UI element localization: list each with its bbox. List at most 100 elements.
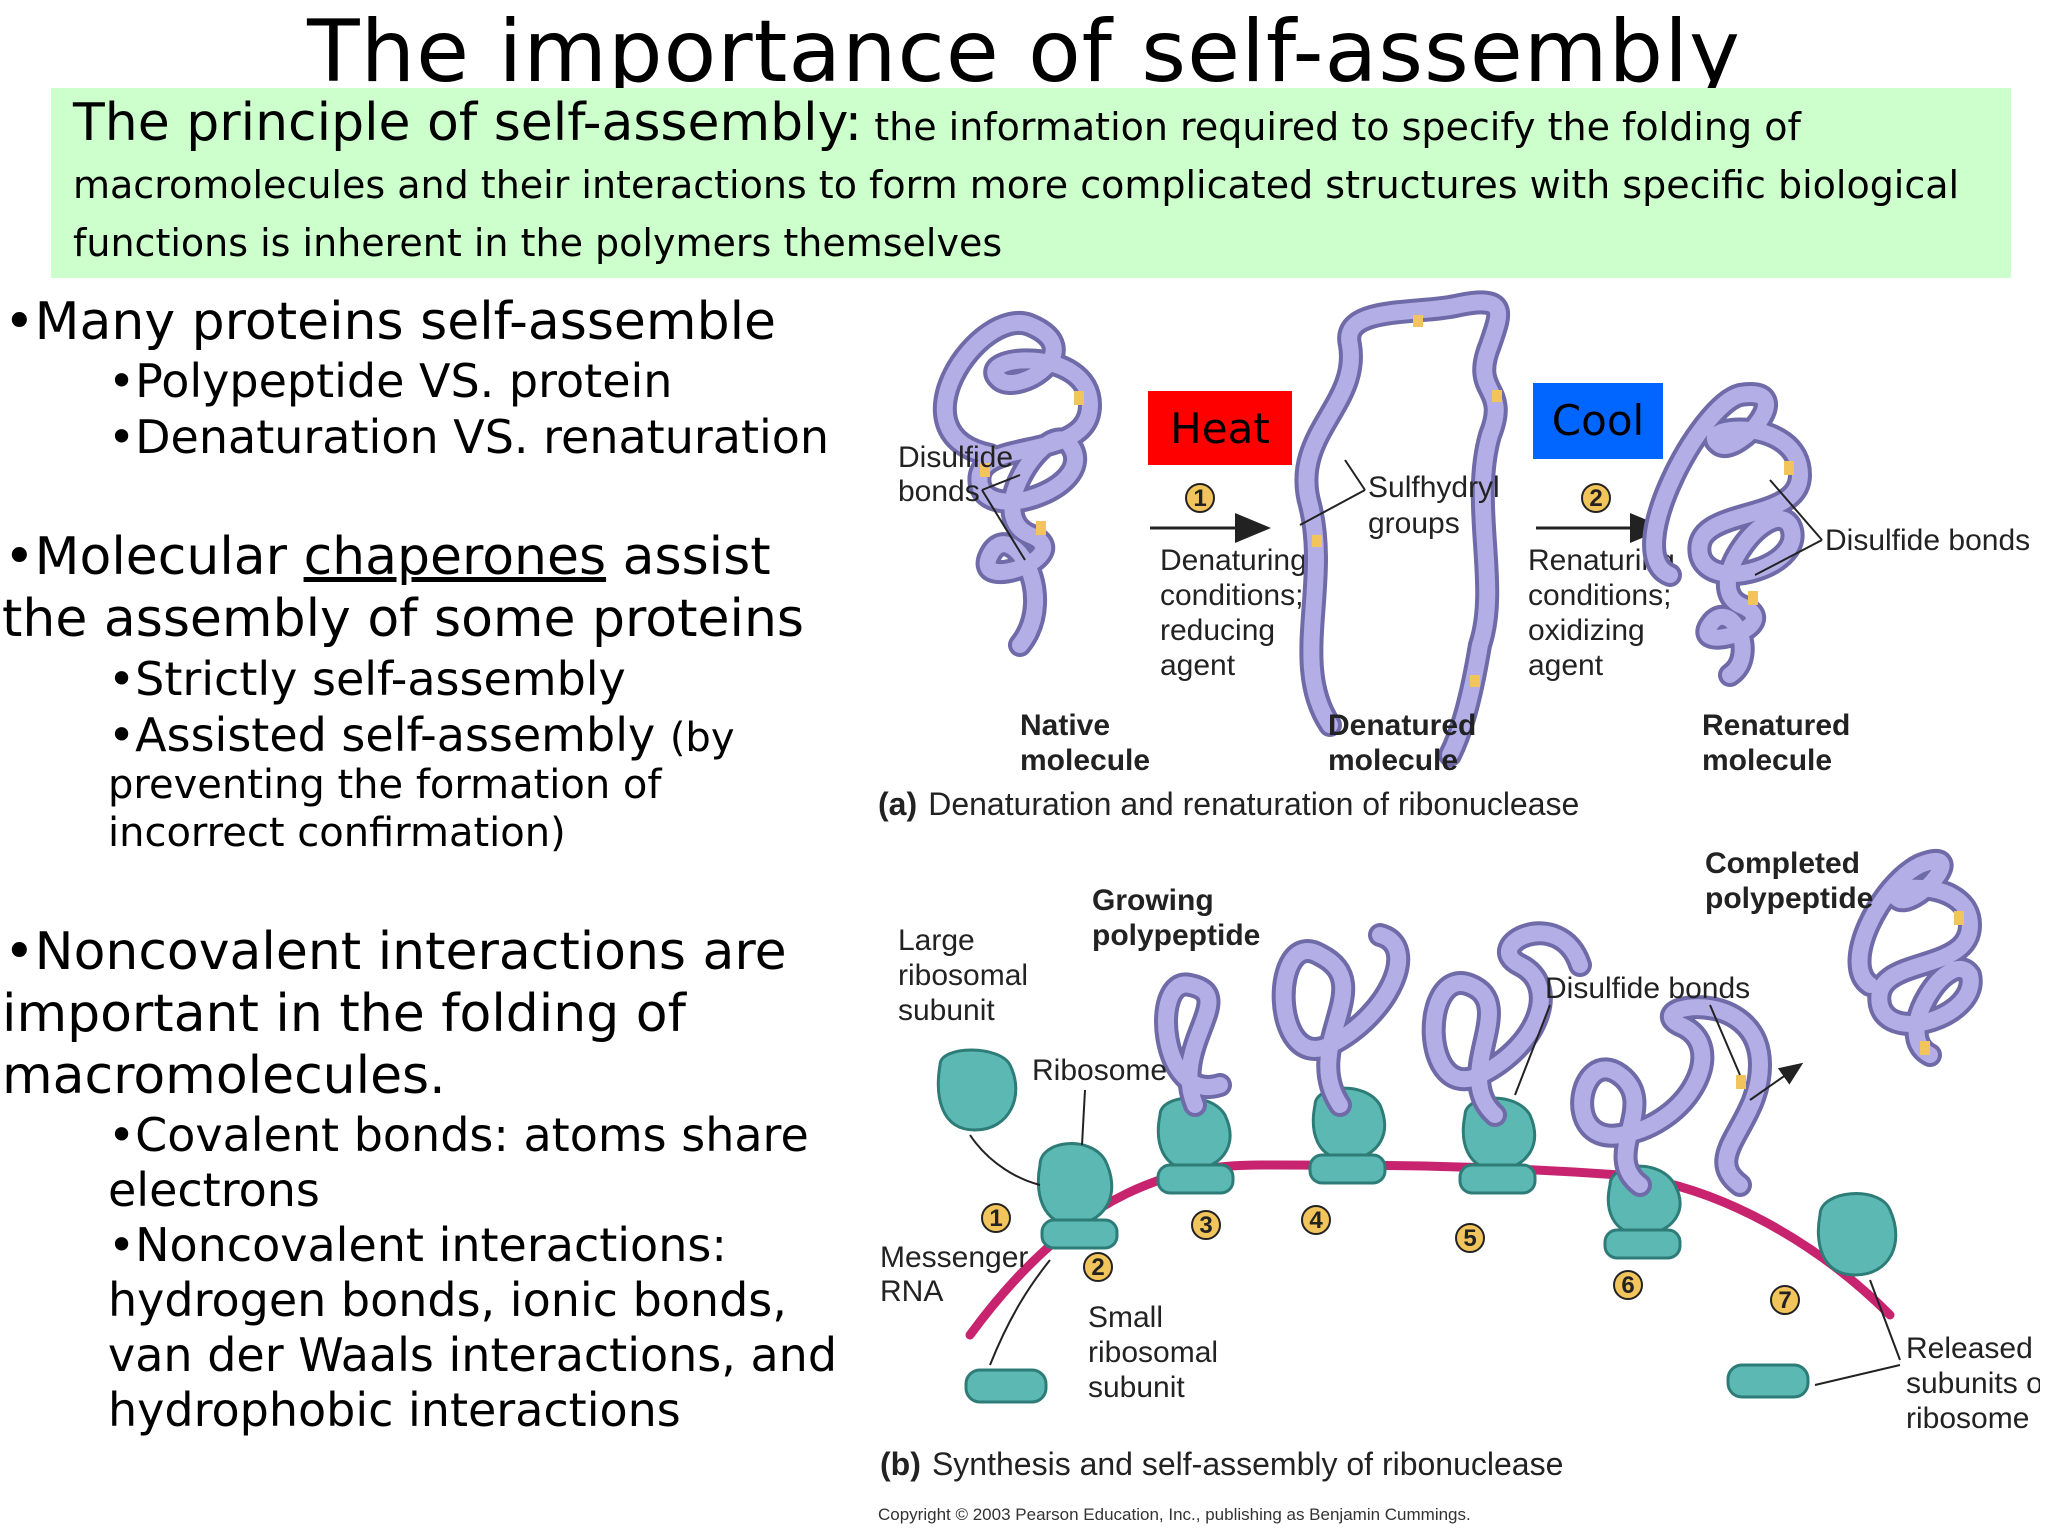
heat-box xyxy=(1148,391,1292,465)
sub-bullet: •Polypeptide VS. protein xyxy=(108,354,673,408)
ribosome xyxy=(1036,1142,1119,1250)
caption-b-letter: (b) xyxy=(880,1446,921,1482)
slide-title: The importance of self-assembly xyxy=(307,2,1741,102)
sub-bullet: van der Waals interactions, and xyxy=(108,1328,838,1382)
large-subunit-free xyxy=(936,1048,1018,1132)
disulfide-right-label: Disulfide bonds xyxy=(1825,524,2030,557)
bullet-noncovalent: •Noncovalent interactions are xyxy=(4,922,787,982)
release-arrow xyxy=(1749,1062,1804,1101)
step-number: 2 xyxy=(1589,485,1602,512)
chaperones-term: chaperones xyxy=(303,527,607,587)
released-large-subunit xyxy=(1816,1192,1898,1277)
step-badge xyxy=(1581,483,1611,513)
principle-body: the information required to specify the … xyxy=(73,105,1960,265)
large-subunit-label: Large xyxy=(898,924,975,957)
disulfide-b-label: Disulfide bonds xyxy=(1545,972,1750,1005)
disulfide-label: Disulfide xyxy=(898,441,1013,474)
denatured-label: molecule xyxy=(1328,744,1458,777)
bullet-chaperones: •Molecular chaperones assist xyxy=(4,527,771,587)
heat-label: Heat xyxy=(1170,404,1270,453)
denaturing-label: conditions; xyxy=(1160,579,1303,612)
copyright: Copyright © 2003 Pearson Education, Inc.… xyxy=(878,1505,1471,1524)
sulfhydryl-label: groups xyxy=(1368,507,1460,540)
step-number: 2 xyxy=(1091,1254,1104,1281)
growing-label: polypeptide xyxy=(1092,919,1260,952)
sulfhydryl-pointer xyxy=(1299,459,1366,526)
ribosome-pointer xyxy=(1081,1089,1086,1146)
denatured-label: Denatured xyxy=(1328,709,1476,742)
sub-bullet: •Strictly self-assembly xyxy=(108,652,626,706)
step-number: 6 xyxy=(1621,1272,1634,1299)
renaturing-label: agent xyxy=(1528,649,1604,682)
step-number: 5 xyxy=(1463,1225,1476,1252)
bullet-list: •Many proteins self-assemble •Polypeptid… xyxy=(0,0,870,1500)
sub-bullet: •Assisted self-assembly (by xyxy=(108,708,735,762)
step-number: 7 xyxy=(1778,1287,1791,1314)
messenger-rna xyxy=(965,1160,1895,1340)
ribosome xyxy=(1603,1164,1682,1260)
ribosome xyxy=(1156,1096,1235,1195)
native-label: Native xyxy=(1020,709,1110,742)
growing-label: Growing xyxy=(1092,884,1214,917)
denatured-molecule xyxy=(1294,290,1511,767)
bullet-line: the assembly of some proteins xyxy=(2,589,804,649)
step-number: 4 xyxy=(1309,1207,1323,1234)
bullet-text: assist xyxy=(622,527,771,587)
denaturing-label: reducing xyxy=(1160,614,1275,647)
ribosome-label: Ribosome xyxy=(1032,1054,1167,1087)
step-badges: 1 2 3 4 5 6 7 xyxy=(981,1203,1800,1315)
messenger-label: Messenger xyxy=(880,1241,1028,1274)
small-subunit-label: ribosomal xyxy=(1088,1336,1218,1369)
large-subunit-label: subunit xyxy=(898,994,995,1027)
disulfide-b-pointer xyxy=(1514,1004,1741,1096)
sulfhydryl-label: Sulfhydryl xyxy=(1368,471,1500,504)
denaturing-label: Denaturing xyxy=(1160,544,1307,577)
principle-lead: The principle of self-assembly: xyxy=(73,93,863,153)
sub-bullet: •Covalent bonds: atoms share xyxy=(108,1108,809,1162)
bullet-self-assemble: •Many proteins self-assemble xyxy=(4,292,777,352)
step-number: 3 xyxy=(1199,1212,1212,1239)
renatured-label: Renatured xyxy=(1702,709,1850,742)
native-molecule xyxy=(932,311,1102,657)
ribonuclease-figure: Disulfide bonds Native molecule Heat 1 D… xyxy=(878,290,2040,1524)
caption-a-letter: (a) xyxy=(878,786,917,822)
sub-bullet: •Denaturation VS. renaturation xyxy=(108,410,830,464)
small-subunit-label: Small xyxy=(1088,1301,1163,1334)
cool-label: Cool xyxy=(1552,396,1644,445)
principle-box: The principle of self-assembly: the info… xyxy=(51,88,2011,278)
disulfide-pointer xyxy=(981,474,1026,561)
caption-b-text: Synthesis and self-assembly of ribonucle… xyxy=(932,1446,1563,1482)
sub-bullet: hydrophobic interactions xyxy=(108,1383,681,1437)
subunit-pointers xyxy=(969,1134,1901,1386)
sub-bullet: •Noncovalent interactions: xyxy=(108,1218,727,1272)
step-number: 1 xyxy=(1193,485,1206,512)
completed-polypeptide xyxy=(1847,849,1983,1067)
released-label: Released xyxy=(1906,1332,2033,1365)
small-subunit-free xyxy=(964,1368,1048,1404)
completed-label: Completed xyxy=(1705,847,1860,880)
caption-a-text: Denaturation and renaturation of ribonuc… xyxy=(928,786,1579,822)
renaturing-label: oxidizing xyxy=(1528,614,1645,647)
released-label: ribosome xyxy=(1906,1402,2029,1435)
disulfide-label: bonds xyxy=(898,475,980,508)
disulfide-right-pointer xyxy=(1754,479,1823,576)
step-badge xyxy=(1185,483,1215,513)
sub-bullet: hydrogen bonds, ionic bonds, xyxy=(108,1273,787,1327)
denaturing-label: agent xyxy=(1160,649,1236,682)
growing-polypeptides xyxy=(1154,921,1772,1197)
sub-bullet-note: preventing the formation of xyxy=(108,762,662,808)
sub-bullet-text: •Assisted self-assembly xyxy=(108,708,656,762)
bullet-line: important in the folding of xyxy=(2,984,686,1044)
step-number: 1 xyxy=(989,1205,1002,1232)
bullet-text: •Molecular xyxy=(4,527,288,587)
caption-b: (b) Synthesis and self-assembly of ribon… xyxy=(880,1446,1563,1482)
caption-a: (a) Denaturation and renaturation of rib… xyxy=(878,786,1579,822)
native-label: molecule xyxy=(1020,744,1150,777)
cool-box xyxy=(1533,383,1663,459)
messenger-label: RNA xyxy=(880,1275,943,1308)
renaturing-label: conditions; xyxy=(1528,579,1671,612)
small-subunit-label: subunit xyxy=(1088,1371,1185,1404)
renatured-molecule xyxy=(1642,382,1812,687)
sub-bullet-note: (by xyxy=(669,715,735,761)
sub-bullet-note: incorrect confirmation) xyxy=(108,810,566,856)
